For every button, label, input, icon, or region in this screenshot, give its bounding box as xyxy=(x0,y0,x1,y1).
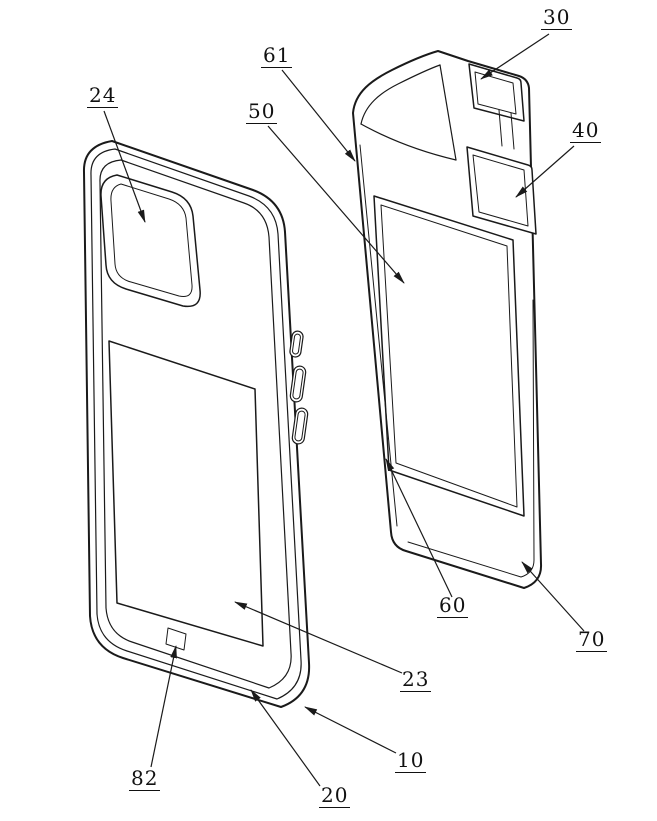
ref-label-20: 20 xyxy=(319,783,351,808)
case-floor-edge xyxy=(99,159,292,689)
side-button-3-inner xyxy=(294,410,306,442)
ref-label-10: 10 xyxy=(395,748,427,773)
ref-label-50: 50 xyxy=(246,99,278,124)
tab-40-inner xyxy=(472,154,529,227)
ref-label-30: 30 xyxy=(541,5,573,30)
leader-50 xyxy=(267,125,405,284)
leader-lines xyxy=(103,33,585,787)
leader-24 xyxy=(103,110,146,223)
case-inner-panel xyxy=(108,340,264,647)
tab-30-inner xyxy=(474,71,517,115)
ref-label-60: 60 xyxy=(437,593,469,618)
leader-10 xyxy=(304,706,397,754)
leader-30 xyxy=(480,33,550,80)
case-rim-line xyxy=(90,148,302,700)
leader-60 xyxy=(385,458,453,598)
leader-23 xyxy=(234,601,403,674)
leader-40 xyxy=(515,145,575,198)
camera-opening-outer xyxy=(100,174,201,308)
side-button-2 xyxy=(289,365,307,403)
camera-opening-inner xyxy=(110,183,193,297)
side-button-2-inner xyxy=(292,368,304,400)
leader-82 xyxy=(150,645,177,768)
ref-label-23: 23 xyxy=(400,667,432,692)
plate-inner-window-outer xyxy=(373,195,525,517)
ref-label-40: 40 xyxy=(570,118,602,143)
leader-61 xyxy=(281,69,356,162)
tab-neck-line-left xyxy=(498,109,503,147)
side-button-1-inner xyxy=(292,333,301,355)
plate-inner-window-inner xyxy=(380,204,518,508)
plate-camera-hole-edge xyxy=(360,123,457,161)
bottom-notch xyxy=(165,627,187,651)
side-button-3 xyxy=(291,407,309,445)
side-button-1 xyxy=(289,330,304,358)
side-buttons xyxy=(289,330,309,445)
leader-70 xyxy=(521,561,585,632)
plate-top-ribbon-line xyxy=(360,64,441,125)
tab-neck-line-right xyxy=(510,112,515,150)
ref-label-70: 70 xyxy=(576,627,608,652)
leader-20 xyxy=(250,689,321,787)
phone-case xyxy=(82,140,311,708)
ref-label-24: 24 xyxy=(87,83,119,108)
ref-label-82: 82 xyxy=(129,766,161,791)
insert-plate xyxy=(352,50,543,589)
plate-strip-left-edge xyxy=(439,64,457,161)
ref-label-61: 61 xyxy=(261,43,293,68)
